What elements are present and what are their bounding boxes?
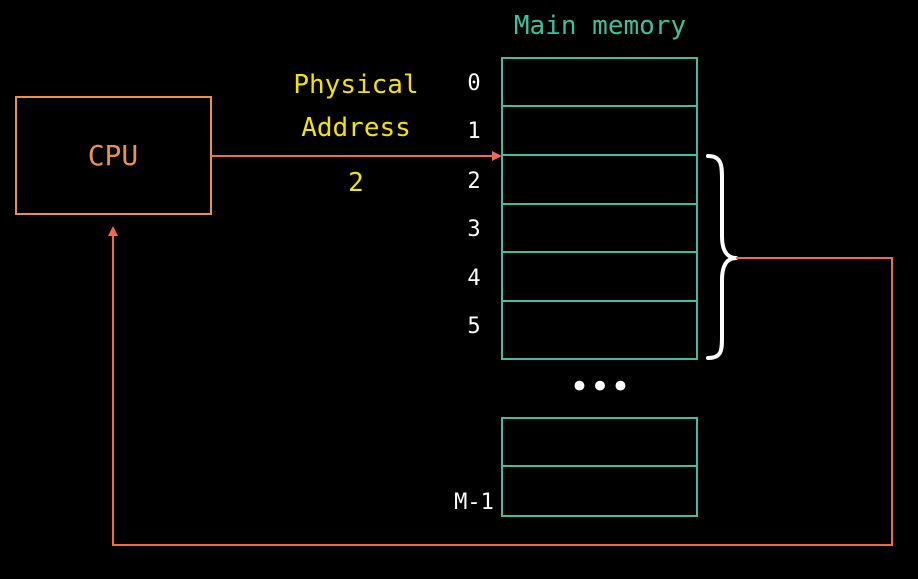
- memory-title: Main memory: [514, 11, 686, 41]
- memory-cell: [501, 154, 698, 205]
- memory-cell: [501, 251, 698, 302]
- memory-index-1: 1: [467, 119, 480, 144]
- memory-top-block: [501, 57, 698, 360]
- memory-index-3: 3: [467, 217, 480, 242]
- memory-cell: [501, 465, 698, 517]
- physical-address-label-line1: Physical: [293, 70, 418, 100]
- memory-cell: [501, 57, 698, 107]
- physical-address-value: 2: [348, 168, 364, 198]
- data-range-brace: [706, 154, 738, 360]
- physical-address-label-line2: Address: [301, 113, 411, 143]
- memory-index-4: 4: [467, 266, 480, 291]
- memory-cell: [501, 105, 698, 156]
- memory-index-5: 5: [467, 314, 480, 339]
- cpu-box: CPU: [15, 96, 212, 215]
- memory-cell: [501, 203, 698, 253]
- memory-ellipsis: •••: [569, 367, 630, 407]
- memory-index-m-1: M-1: [454, 490, 494, 515]
- memory-to-cpu-return-arrow: [108, 226, 893, 546]
- memory-cell: [501, 417, 698, 467]
- memory-cell: [501, 300, 698, 360]
- cpu-label: CPU: [88, 139, 139, 172]
- memory-bottom-block: [501, 417, 698, 517]
- memory-index-2: 2: [467, 169, 480, 194]
- memory-index-0: 0: [467, 71, 480, 96]
